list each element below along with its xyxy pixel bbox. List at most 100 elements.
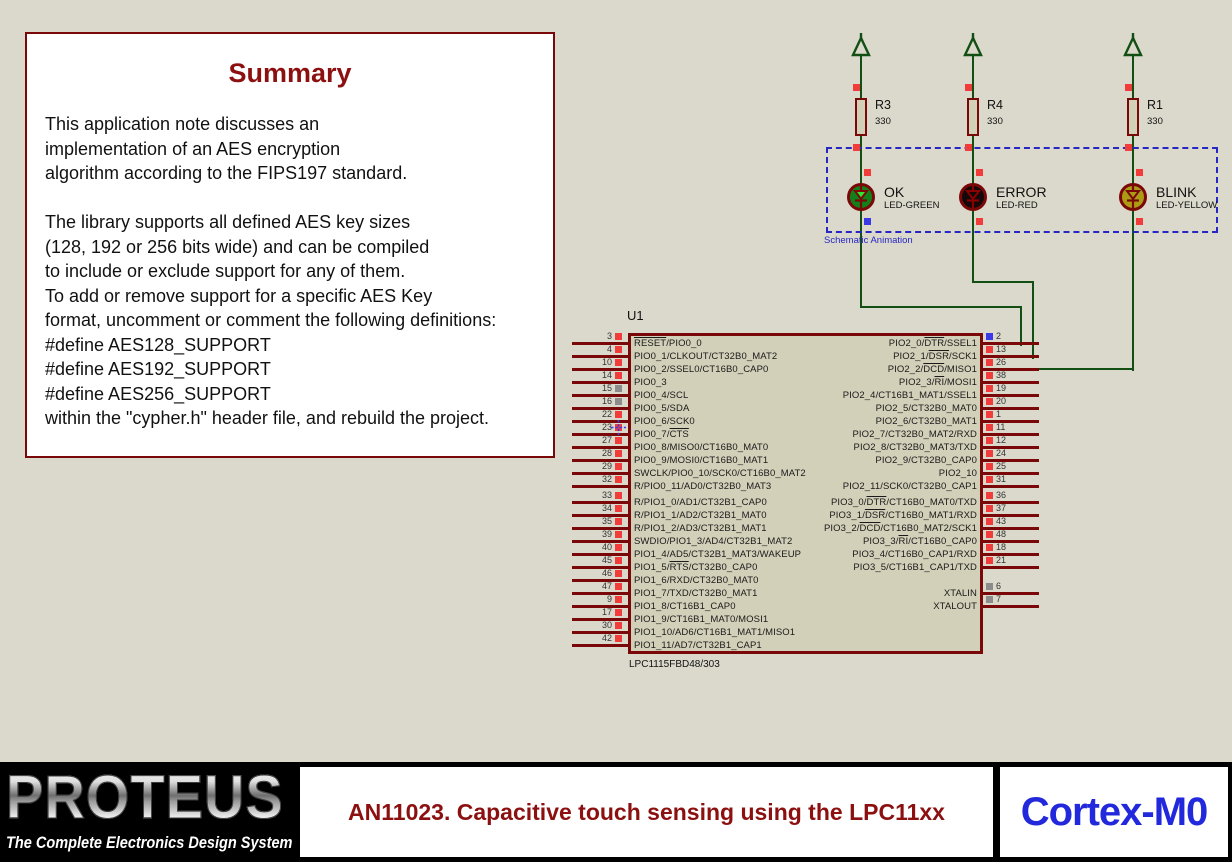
pin-stub[interactable] <box>572 368 628 371</box>
pin-label: PIO2_10 <box>938 468 977 479</box>
pin-stub[interactable] <box>983 394 1039 397</box>
pin-stub[interactable] <box>572 446 628 449</box>
summary-line: within the "cypher.h" header file, and r… <box>45 408 490 428</box>
pin-state-marker <box>1125 84 1132 91</box>
power-terminal-icon[interactable] <box>850 32 872 58</box>
pin-stub[interactable] <box>983 540 1039 543</box>
pin-stub[interactable] <box>572 579 628 582</box>
wire-error-vertical[interactable] <box>972 56 974 283</box>
pin-stub[interactable] <box>572 342 628 345</box>
pin-stub[interactable] <box>983 566 1039 569</box>
pin-state-marker <box>615 359 622 366</box>
pin-state-marker <box>986 531 993 538</box>
pin-state-marker <box>976 169 983 176</box>
pin-stub[interactable] <box>983 553 1039 556</box>
power-terminal-icon[interactable] <box>962 32 984 58</box>
pin-stub[interactable] <box>572 605 628 608</box>
wire-blink-horizontal[interactable] <box>1036 368 1134 370</box>
pin-number: 2 <box>996 331 1002 341</box>
resistor-r1[interactable] <box>1127 98 1139 136</box>
pin-stub[interactable] <box>572 566 628 569</box>
pin-label: PIO1_8/CT16B1_CAP0 <box>634 601 736 612</box>
power-terminal-icon[interactable] <box>1122 32 1144 58</box>
pin-state-marker <box>615 346 622 353</box>
pin-state-marker <box>1136 218 1143 225</box>
pin-stub[interactable] <box>983 355 1039 358</box>
pin-stub[interactable] <box>983 381 1039 384</box>
pin-label: PIO1_11/AD7/CT32B1_CAP1 <box>634 640 762 651</box>
led-ok[interactable] <box>847 183 875 211</box>
pin-state-marker <box>965 144 972 151</box>
pin-stub[interactable] <box>572 472 628 475</box>
pin-stub[interactable] <box>983 433 1039 436</box>
pin-stub[interactable] <box>572 407 628 410</box>
wire-ok-horizontal[interactable] <box>860 306 1022 308</box>
pin-label: R/PIO1_1/AD2/CT32B1_MAT0 <box>634 510 767 521</box>
pin-stub[interactable] <box>983 420 1039 423</box>
pin-state-marker <box>615 544 622 551</box>
design-title: AN11023. Capacitive touch sensing using … <box>348 798 945 825</box>
pin-number: 48 <box>996 529 1007 539</box>
pin-stub[interactable] <box>572 540 628 543</box>
chip-lpc1115[interactable] <box>628 333 983 654</box>
resistor-r3[interactable] <box>855 98 867 136</box>
pin-label: PIO2_0/DTR/SSEL1 <box>888 338 977 349</box>
wire-ok-drop[interactable] <box>1020 306 1022 346</box>
resistor-r4[interactable] <box>967 98 979 136</box>
pin-number: 37 <box>996 503 1007 513</box>
pin-state-marker <box>986 372 993 379</box>
led-blink[interactable] <box>1119 183 1147 211</box>
origin-cross-icon <box>611 420 626 435</box>
pin-label: PIO1_6/RXD/CT32B0_MAT0 <box>634 575 759 586</box>
diode-symbol-icon <box>853 186 869 208</box>
pin-stub[interactable] <box>572 485 628 488</box>
pin-stub[interactable] <box>983 459 1039 462</box>
wire-ok-vertical[interactable] <box>860 56 862 308</box>
pin-stub[interactable] <box>572 514 628 517</box>
pin-stub[interactable] <box>572 631 628 634</box>
pin-label: PIO1_9/CT16B1_MAT0/MOSI1 <box>634 614 769 625</box>
pin-stub[interactable] <box>572 527 628 530</box>
pin-state-marker <box>986 492 993 499</box>
pin-label: PIO1_4/AD5/CT32B1_MAT3/WAKEUP <box>634 549 802 560</box>
pin-state-marker <box>615 505 622 512</box>
pin-stub[interactable] <box>572 394 628 397</box>
pin-state-marker <box>864 169 871 176</box>
pin-stub[interactable] <box>983 527 1039 530</box>
pin-stub[interactable] <box>983 501 1039 504</box>
pin-label: PIO3_0/DTR/CT16B0_MAT0/TXD <box>830 497 977 508</box>
pin-stub[interactable] <box>983 485 1039 488</box>
pin-stub[interactable] <box>983 514 1039 517</box>
pin-stub[interactable] <box>572 592 628 595</box>
pin-number: 47 <box>601 581 612 591</box>
pin-label: PIO3_1/DSR/CT16B0_MAT1/RXD <box>829 510 977 521</box>
pin-number: 36 <box>996 490 1007 500</box>
pin-stub[interactable] <box>983 472 1039 475</box>
pin-stub[interactable] <box>572 433 628 436</box>
pin-stub[interactable] <box>572 618 628 621</box>
pin-stub[interactable] <box>572 644 628 647</box>
pin-stub[interactable] <box>983 592 1039 595</box>
pin-stub[interactable] <box>572 381 628 384</box>
pin-stub[interactable] <box>572 355 628 358</box>
wire-error-horizontal[interactable] <box>972 281 1034 283</box>
wire-error-drop[interactable] <box>1032 281 1034 359</box>
pin-stub[interactable] <box>572 459 628 462</box>
pin-state-marker <box>976 218 983 225</box>
pin-stub[interactable] <box>983 368 1039 371</box>
pin-stub[interactable] <box>572 553 628 556</box>
pin-stub[interactable] <box>983 342 1039 345</box>
pin-stub[interactable] <box>983 446 1039 449</box>
pin-stub[interactable] <box>983 605 1039 608</box>
pin-label: SWDIO/PIO1_3/AD4/CT32B1_MAT2 <box>634 536 793 547</box>
pin-state-marker <box>986 359 993 366</box>
wire-blink-vertical[interactable] <box>1132 56 1134 371</box>
pin-stub[interactable] <box>572 501 628 504</box>
pin-number: 7 <box>996 594 1002 604</box>
pin-stub[interactable] <box>983 407 1039 410</box>
led-error[interactable] <box>959 183 987 211</box>
pin-stub[interactable] <box>572 420 628 423</box>
resistor-ref: R4 <box>987 98 1003 112</box>
pin-label: PIO0_9/MOSI0/CT16B0_MAT1 <box>634 455 769 466</box>
pin-label: PIO3_5/CT16B1_CAP1/TXD <box>853 562 977 573</box>
